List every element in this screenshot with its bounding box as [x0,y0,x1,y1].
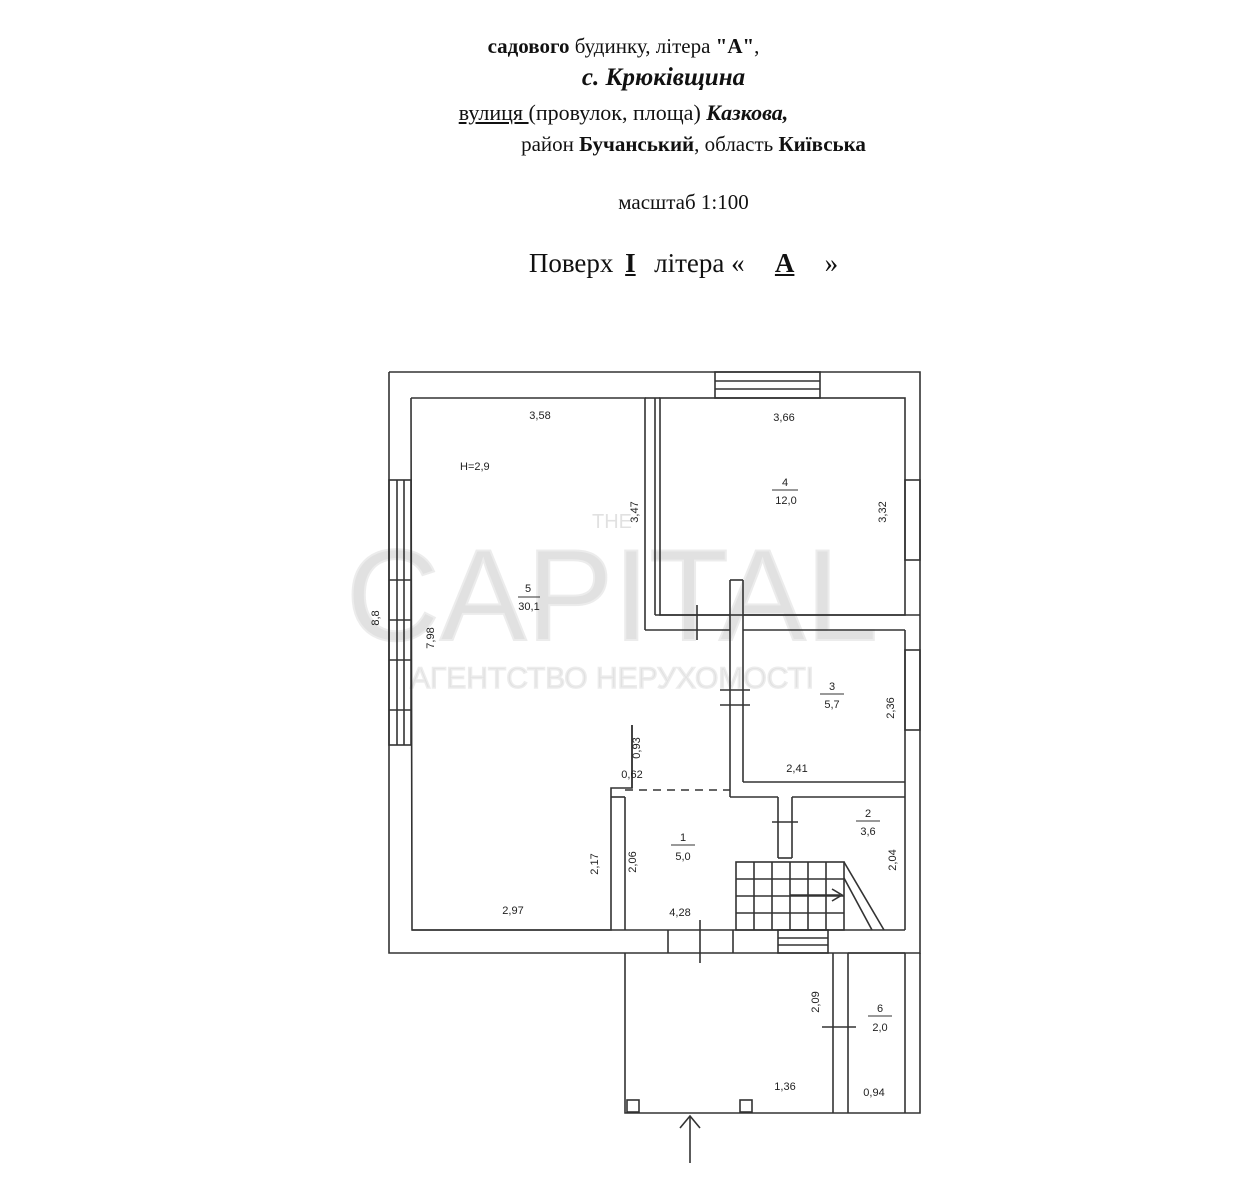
room-1-area: 5,0 [675,851,690,863]
room-2-area: 3,6 [860,826,875,838]
header-line-street: вулиця (провулок, площа) Казкова, [0,100,1247,126]
room-6-area: 2,0 [872,1022,887,1034]
letter-label: літера « [647,248,745,278]
dimension-labels: 3,58 3,66 3,47 3,32 8,8 7,98 0,93 0,62 2… [370,410,899,1099]
floor-line: Поверх I літера « А » [60,248,1247,279]
room-labels: 5 30,1 4 12,0 3 5,7 2 3,6 1 5,0 6 2,0 Н=… [460,461,892,1034]
floor-letter: А [774,248,795,278]
header-line-district: район Бучанський, область Київська [70,132,1247,157]
dim-2-04: 2,04 [887,849,899,870]
dim-2-97: 2,97 [502,905,523,917]
dim-8-8: 8,8 [370,610,382,625]
header-line-building: садового будинку, літера "А", [0,34,1247,59]
watermark-sub: АГЕНТСТВО НЕРУХОМОСТІ [410,662,814,695]
dim-2-09: 2,09 [810,991,822,1012]
room-4-area: 12,0 [775,495,796,507]
comma: , [754,34,760,58]
watermark-top: THE [592,511,632,533]
dim-2-36: 2,36 [885,697,897,718]
dim-0-93: 0,93 [631,737,643,758]
floor-label: Поверх [528,248,614,278]
region-label: , область [694,132,779,156]
watermark: THE CAPITAL АГЕНТСТВО НЕРУХОМОСТІ [345,511,879,696]
dim-2-17: 2,17 [589,853,601,874]
dim-2-06: 2,06 [627,851,639,872]
district-label: район [521,132,580,156]
dim-2-41: 2,41 [786,763,807,775]
floor-number: I [625,248,636,278]
dim-4-28: 4,28 [669,907,690,919]
village-name: с. Крюківщина [581,64,746,91]
dim-1-36: 1,36 [774,1081,795,1093]
watermark-main: CAPITAL [346,522,878,668]
letter-close: » [824,248,839,278]
room-6-number: 6 [877,1003,883,1015]
dim-3-58: 3,58 [529,410,550,422]
street-name: Казкова, [706,100,789,125]
building-label: будинку, літера [569,34,716,58]
room-2-number: 2 [865,808,871,820]
room-3-number: 3 [829,681,835,693]
region-name: Київська [778,132,866,156]
building-letter: "А" [715,34,755,58]
dim-7-98: 7,98 [425,627,437,648]
ceiling-height: Н=2,9 [460,461,490,473]
walls [388,371,921,1163]
dim-3-66: 3,66 [773,412,794,424]
room-3-area: 5,7 [824,699,839,711]
building-type: садового [487,34,570,58]
room-5-area: 30,1 [518,601,539,613]
street-alt-label: (провулок, площа) [528,100,707,125]
dim-0-62: 0,62 [621,769,642,781]
district-name: Бучанський [579,132,695,156]
dim-3-47: 3,47 [629,501,641,522]
room-5-number: 5 [525,583,531,595]
dim-0-94: 0,94 [863,1087,884,1099]
street-label: вулиця [458,100,529,125]
scale-label: масштаб 1:100 [618,190,749,214]
dim-3-32: 3,32 [877,501,889,522]
room-1-number: 1 [680,832,686,844]
room-4-number: 4 [782,477,788,489]
